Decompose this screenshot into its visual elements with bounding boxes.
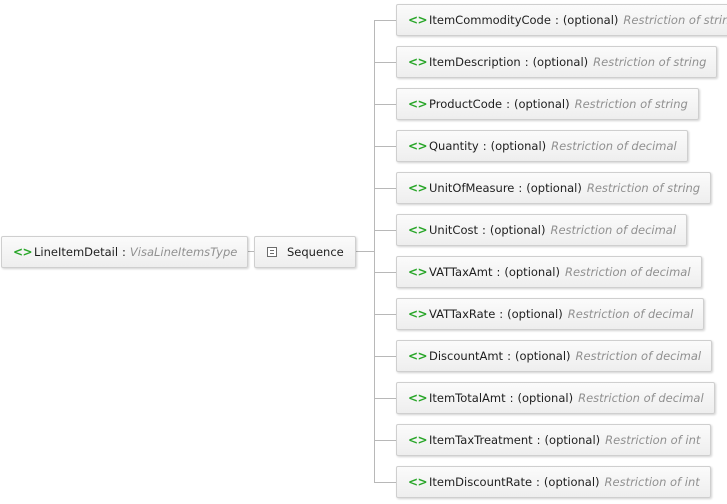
- occurrence-label: (optional): [490, 139, 547, 153]
- element-name: ItemTotalAmt: [429, 391, 506, 405]
- sequence-node[interactable]: Sequence: [254, 236, 356, 268]
- element-type: Restriction of string: [593, 55, 707, 69]
- child-element-node[interactable]: <>ItemDescription:(optional) Restriction …: [396, 46, 718, 78]
- child-element-node[interactable]: <>UnitOfMeasure:(optional) Restriction of…: [396, 172, 712, 204]
- element-type: Restriction of int: [605, 433, 701, 447]
- element-tag-icon: <>: [408, 265, 428, 279]
- connector-branch: [374, 188, 396, 189]
- element-tag-icon: <>: [13, 245, 33, 259]
- element-name: VATTaxRate: [429, 307, 496, 321]
- connector-branch: [374, 356, 396, 357]
- connector-branch: [374, 146, 396, 147]
- occurrence-label: (optional): [532, 55, 589, 69]
- occurrence-label: (optional): [504, 265, 560, 279]
- connector-branch: [374, 104, 396, 105]
- sequence-icon: [267, 247, 277, 257]
- root-element-node[interactable]: <> LineItemDetail : VisaLineItemsType: [1, 236, 249, 268]
- connector-branch: [374, 62, 396, 63]
- connector-branch: [374, 314, 396, 315]
- connector-trunk: [374, 20, 375, 483]
- element-tag-icon: <>: [408, 13, 428, 27]
- element-name: UnitOfMeasure: [429, 181, 515, 195]
- sequence-label: Sequence: [287, 245, 344, 259]
- element-tag-icon: <>: [408, 475, 428, 489]
- element-type: Restriction of decimal: [550, 223, 677, 237]
- element-tag-icon: <>: [408, 139, 428, 153]
- occurrence-label: (optional): [513, 97, 570, 111]
- child-element-node[interactable]: <>VATTaxAmt:(optional) Restriction of dec…: [396, 256, 702, 288]
- occurrence-label: (optional): [517, 391, 574, 405]
- connector-branch: [374, 482, 396, 483]
- element-type: VisaLineItemsType: [129, 245, 238, 259]
- separator-colon: :: [509, 391, 514, 405]
- connector-branch: [374, 20, 396, 21]
- occurrence-label: (optional): [514, 349, 571, 363]
- element-tag-icon: <>: [408, 55, 428, 69]
- element-name: ProductCode: [429, 97, 503, 111]
- separator-colon: :: [506, 97, 510, 111]
- child-element-node[interactable]: <>ItemDiscountRate:(optional) Restriction…: [396, 466, 711, 498]
- element-tag-icon: <>: [408, 97, 428, 111]
- separator-colon: :: [481, 223, 486, 237]
- element-name: ItemCommodityCode: [429, 13, 551, 27]
- element-tag-icon: <>: [408, 223, 428, 237]
- separator-colon: :: [122, 245, 126, 259]
- child-element-node[interactable]: <>ItemTotalAmt:(optional) Restriction of …: [396, 382, 715, 414]
- occurrence-label: (optional): [543, 475, 600, 489]
- connector-sequence-out: [353, 251, 374, 252]
- separator-colon: :: [518, 181, 523, 195]
- connector-branch: [374, 272, 396, 273]
- element-type: Restriction of string: [574, 97, 688, 111]
- occurrence-label: (optional): [526, 181, 582, 195]
- separator-colon: :: [496, 265, 501, 279]
- element-type: Restriction of int: [604, 475, 700, 489]
- element-name: ItemDiscountRate: [429, 475, 533, 489]
- occurrence-label: (optional): [562, 13, 619, 27]
- separator-colon: :: [499, 307, 504, 321]
- separator-colon: :: [554, 13, 559, 27]
- element-name: LineItemDetail: [34, 245, 119, 259]
- element-tag-icon: <>: [408, 433, 428, 447]
- element-type: Restriction of decimal: [575, 349, 702, 363]
- connector-branch: [374, 398, 396, 399]
- child-element-node[interactable]: <>Quantity:(optional) Restriction of deci…: [396, 130, 688, 162]
- element-type: Restriction of string: [623, 13, 727, 27]
- element-tag-icon: <>: [408, 307, 428, 321]
- element-type: Restriction of string: [586, 181, 701, 195]
- child-element-node[interactable]: <>ItemCommodityCode:(optional) Restrictio…: [396, 4, 727, 36]
- connector-branch: [374, 440, 396, 441]
- element-type: Restriction of decimal: [551, 139, 677, 153]
- element-name: UnitCost: [429, 223, 478, 237]
- child-element-node[interactable]: <>ItemTaxTreatment:(optional) Restriction…: [396, 424, 712, 456]
- element-name: ItemTaxTreatment: [429, 433, 533, 447]
- separator-colon: :: [536, 475, 540, 489]
- element-type: Restriction of decimal: [564, 265, 691, 279]
- occurrence-label: (optional): [544, 433, 601, 447]
- element-name: VATTaxAmt: [429, 265, 493, 279]
- separator-colon: :: [524, 55, 529, 69]
- element-name: ItemDescription: [429, 55, 521, 69]
- connector-branch: [374, 230, 396, 231]
- element-type: Restriction of decimal: [567, 307, 694, 321]
- child-element-node[interactable]: <>ProductCode:(optional) Restriction of s…: [396, 88, 699, 120]
- occurrence-label: (optional): [507, 307, 563, 321]
- element-name: DiscountAmt: [429, 349, 504, 363]
- child-element-node[interactable]: <>VATTaxRate:(optional) Restriction of de…: [396, 298, 705, 330]
- separator-colon: :: [507, 349, 511, 363]
- occurrence-label: (optional): [489, 223, 546, 237]
- element-type: Restriction of decimal: [578, 391, 704, 405]
- separator-colon: :: [536, 433, 541, 447]
- child-element-node[interactable]: <>DiscountAmt:(optional) Restriction of d…: [396, 340, 713, 372]
- element-tag-icon: <>: [408, 349, 428, 363]
- element-tag-icon: <>: [408, 181, 428, 195]
- element-tag-icon: <>: [408, 391, 428, 405]
- element-name: Quantity: [429, 139, 479, 153]
- separator-colon: :: [482, 139, 487, 153]
- child-element-node[interactable]: <>UnitCost:(optional) Restriction of deci…: [396, 214, 688, 246]
